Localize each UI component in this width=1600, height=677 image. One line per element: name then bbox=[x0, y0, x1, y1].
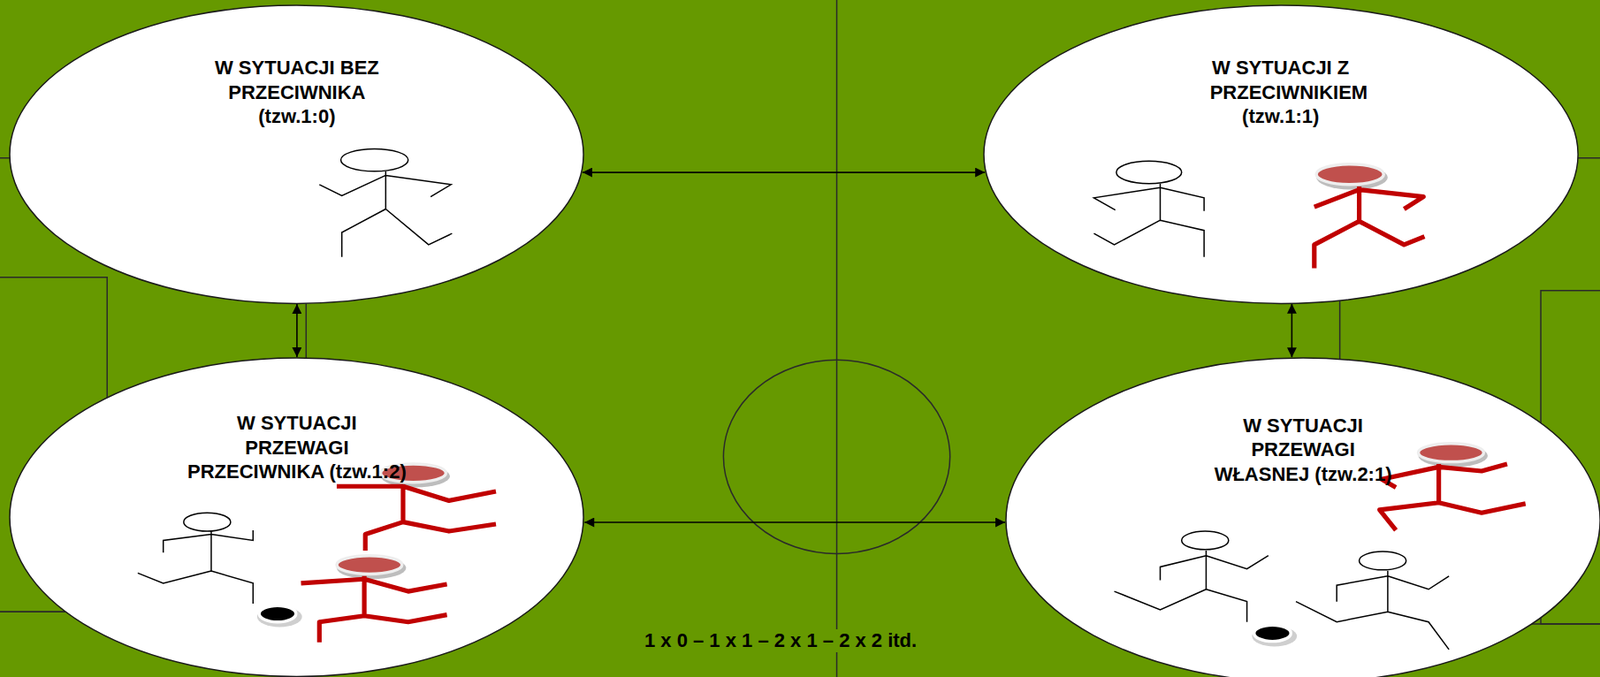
player-head bbox=[183, 512, 231, 532]
situation-ellipse: W SYTUACJI PRZEWAGI PRZECIWNIKA (tzw.1:2… bbox=[8, 357, 585, 677]
situation-ellipse: W SYTUACJI BEZ PRZECIWNIKA (tzw.1:0) bbox=[8, 4, 585, 305]
opponent-body bbox=[301, 576, 448, 643]
ellipse-shape bbox=[9, 5, 584, 304]
opponent-head bbox=[380, 464, 447, 483]
opponent-head bbox=[336, 556, 403, 575]
ellipse-outline bbox=[1005, 357, 1600, 677]
double-arrow bbox=[584, 521, 1006, 524]
opponent-head bbox=[1418, 443, 1485, 463]
ball bbox=[259, 605, 297, 622]
player-head bbox=[1181, 531, 1229, 550]
opponent-players bbox=[301, 164, 1526, 643]
situation-title: W SYTUACJI Z PRZECIWNIKIEM (tzw.1:1) bbox=[1210, 55, 1352, 130]
opponent-player bbox=[1379, 443, 1526, 531]
halfway-line bbox=[836, 0, 839, 677]
ellipse-outline bbox=[8, 357, 585, 677]
own-players bbox=[137, 148, 1449, 649]
ellipse-shape bbox=[9, 358, 584, 677]
ellipse-shape bbox=[983, 5, 1578, 304]
situation-ellipse: W SYTUACJI Z PRZECIWNIKIEM (tzw.1:1) bbox=[982, 4, 1579, 305]
sequence-label: 1 x 0 – 1 x 1 – 2 x 1 – 2 x 2 itd. bbox=[640, 629, 921, 653]
centre-circle bbox=[723, 359, 950, 554]
player-head bbox=[1359, 551, 1407, 571]
situation-ellipse: W SYTUACJI PRZEWAGI WŁASNEJ (tzw.2:1) bbox=[1005, 357, 1600, 677]
double-arrow bbox=[1291, 304, 1294, 358]
situation-title: W SYTUACJI PRZEWAGI PRZECIWNIKA (tzw.1:2… bbox=[185, 411, 409, 485]
opponent-body bbox=[1314, 186, 1425, 268]
player-body bbox=[137, 530, 253, 604]
opponent-body bbox=[1379, 464, 1526, 531]
player-body bbox=[1295, 571, 1449, 650]
opponent-head bbox=[1316, 164, 1384, 185]
player-body bbox=[1114, 550, 1269, 623]
ellipse-outline bbox=[982, 4, 1579, 305]
ellipse-outline bbox=[8, 4, 585, 305]
player-body bbox=[319, 171, 452, 258]
ball bbox=[1254, 624, 1292, 641]
ellipse-shape bbox=[1005, 358, 1600, 677]
double-arrow bbox=[296, 304, 298, 358]
player-body bbox=[1093, 183, 1204, 258]
opponent-body bbox=[336, 484, 496, 551]
situation-title: W SYTUACJI BEZ PRZECIWNIKA (tzw.1:0) bbox=[213, 55, 381, 130]
player-head bbox=[1116, 160, 1182, 183]
double-arrow bbox=[582, 171, 985, 174]
player-head bbox=[341, 148, 409, 171]
situation-title: W SYTUACJI PRZEWAGI WŁASNEJ (tzw.2:1) bbox=[1211, 413, 1395, 488]
